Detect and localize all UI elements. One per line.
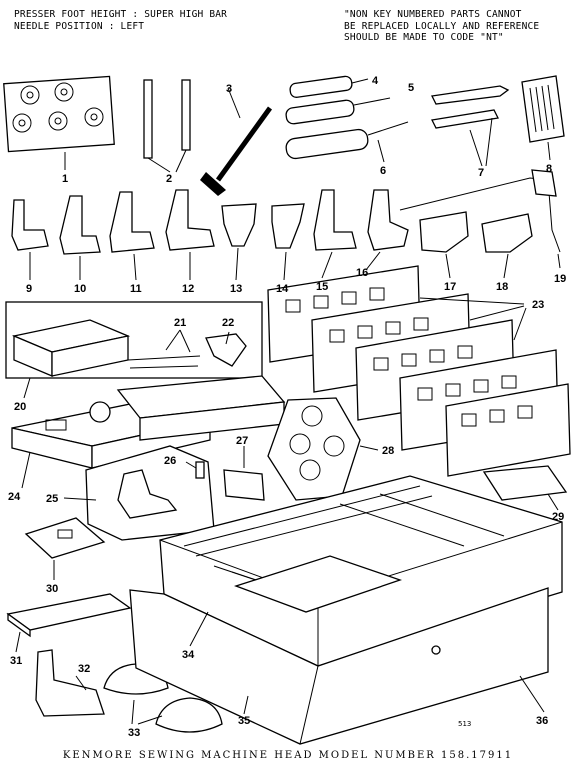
callout-30: 30 [46,583,58,595]
callout-5: 5 [408,82,414,94]
callout-24: 24 [8,491,21,503]
callout-2: 2 [166,173,172,185]
foot-13 [221,203,257,281]
callout-25: 25 [46,493,58,505]
callout-1: 1 [62,173,68,185]
header-right-line-2: BE REPLACED LOCALLY AND REFERENCE [344,20,540,32]
callout-12: 12 [182,283,194,295]
storage-case [129,475,563,745]
foot-inset [63,445,215,541]
callout-36: 36 [536,715,548,727]
screwdrivers [285,75,409,163]
callout-20: 20 [14,401,26,413]
spool-pins [143,79,191,173]
header-right-line-3: SHOULD BE MADE TO CODE "NT" [344,32,504,43]
slide-plate [6,593,132,653]
bobbin-board [267,397,379,501]
presser-feet-row [11,189,533,281]
foot-9 [11,199,49,280]
callout-18: 18 [496,281,508,293]
foot-14 [271,203,305,281]
foot-17 [419,211,469,279]
bobbin-card [3,75,115,170]
lint-brush [200,87,273,196]
callout-6: 6 [380,165,386,177]
buttonhole-foot [35,649,105,717]
callout-14: 14 [276,283,289,295]
callout-17: 17 [444,281,456,293]
callout-labels: 1 2 3 4 5 6 7 8 9 10 11 12 13 14 15 16 1… [8,75,566,739]
callout-4: 4 [372,75,379,87]
foot-10 [59,195,101,280]
callout-8: 8 [546,163,552,175]
foot-11 [109,191,155,281]
callout-31: 31 [10,655,22,667]
foot-18 [481,213,533,279]
callout-19: 19 [554,273,566,285]
callout-7: 7 [478,167,484,179]
header-right: "NON KEY NUMBERED PARTS CANNOT BE REPLAC… [344,9,539,44]
callout-15: 15 [316,281,328,293]
instruction-card [482,465,568,511]
header-left-line-2: NEEDLE POSITION : LEFT [14,20,145,32]
spool-cap [223,446,265,501]
accessory-inset [5,301,263,399]
needle-pack [521,75,565,161]
callout-35: 35 [238,715,250,727]
drawing-code: 513 [458,720,472,728]
callout-28: 28 [382,445,394,457]
callout-22: 22 [222,317,234,329]
callout-26: 26 [164,455,176,467]
callout-9: 9 [26,283,32,295]
callout-32: 32 [78,663,90,675]
header-left: PRESSER FOOT HEIGHT : SUPER HIGH BAR NEE… [14,9,227,32]
callout-33: 33 [128,727,140,739]
foot-15 [313,189,357,279]
callout-23: 23 [532,299,544,311]
cam-stack [267,265,571,477]
callout-10: 10 [74,283,86,295]
callout-21: 21 [174,317,186,329]
model-footer: KENMORE SEWING MACHINE HEAD MODEL NUMBER… [62,750,514,761]
foot-16 [365,189,409,271]
darning-spring [399,169,561,269]
callout-13: 13 [230,283,242,295]
throat-plate [24,517,106,580]
machine-top [116,375,286,441]
foot-12 [165,189,215,280]
callout-34: 34 [182,649,195,661]
callout-16: 16 [356,267,368,279]
callout-3: 3 [226,83,232,95]
callout-11: 11 [130,283,142,295]
callout-29: 29 [552,511,564,523]
callout-27: 27 [236,435,248,447]
header-right-line-1: "NON KEY NUMBERED PARTS CANNOT [344,9,522,20]
header-left-line-1: PRESSER FOOT HEIGHT : SUPER HIGH BAR [14,9,228,20]
seam-ripper [431,85,510,167]
